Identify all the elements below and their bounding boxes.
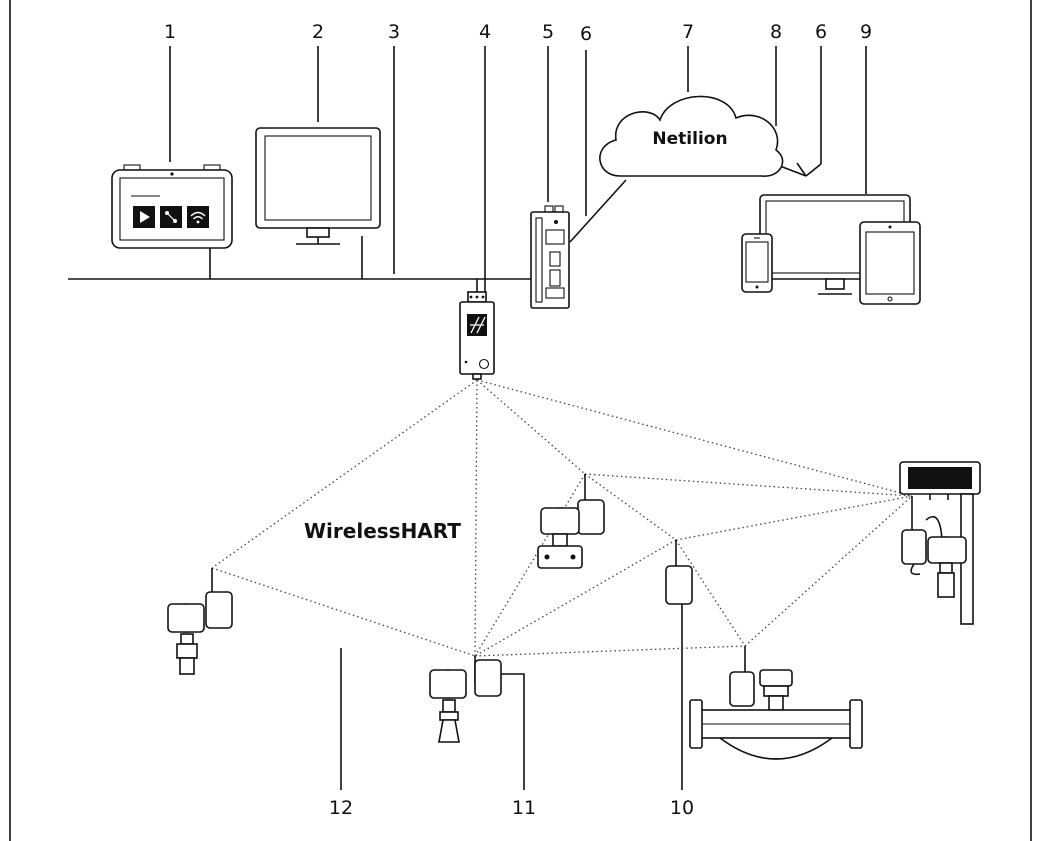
ethernet-line (68, 236, 535, 297)
radar-level-transmitter-icon (429, 656, 502, 743)
callout-6b: 6 (815, 21, 827, 43)
callout-5: 5 (542, 21, 554, 43)
callout-7: 7 (682, 21, 694, 43)
leader-lines (169, 46, 867, 790)
cloud-icon: Netilion (599, 95, 784, 177)
cloud-label: Netilion (652, 129, 727, 149)
edge-device-icon (530, 205, 570, 309)
callout-2: 2 (312, 21, 324, 43)
callout-3: 3 (388, 21, 400, 43)
desktop-monitor-icon (255, 127, 381, 245)
callout-9: 9 (860, 21, 872, 43)
remote-display-transmitter-icon (899, 461, 981, 625)
callout-6: 6 (580, 23, 592, 45)
callout-12: 12 (329, 797, 353, 819)
frame (9, 0, 1032, 841)
network-label: WirelessHART (304, 519, 461, 543)
callout-8: 8 (770, 21, 782, 43)
callout-11: 11 (512, 797, 536, 819)
callout-4: 4 (479, 21, 491, 43)
callout-1: 1 (164, 21, 176, 43)
callout-10: 10 (670, 797, 694, 819)
flowmeter-icon (689, 646, 863, 760)
rugged-tablet-icon (111, 164, 233, 249)
wireless-adapter-icon (665, 540, 693, 605)
wirelesshart-gateway-icon (459, 291, 495, 380)
smartphone-pc-tablet-icon (741, 194, 921, 305)
differential-pressure-transmitter-icon (537, 474, 605, 569)
pressure-transmitter-icon (167, 568, 233, 675)
callout-numbers: 1 2 3 4 5 6 7 8 6 9 10 11 12 (164, 21, 872, 819)
wireless-mesh (211, 379, 913, 657)
